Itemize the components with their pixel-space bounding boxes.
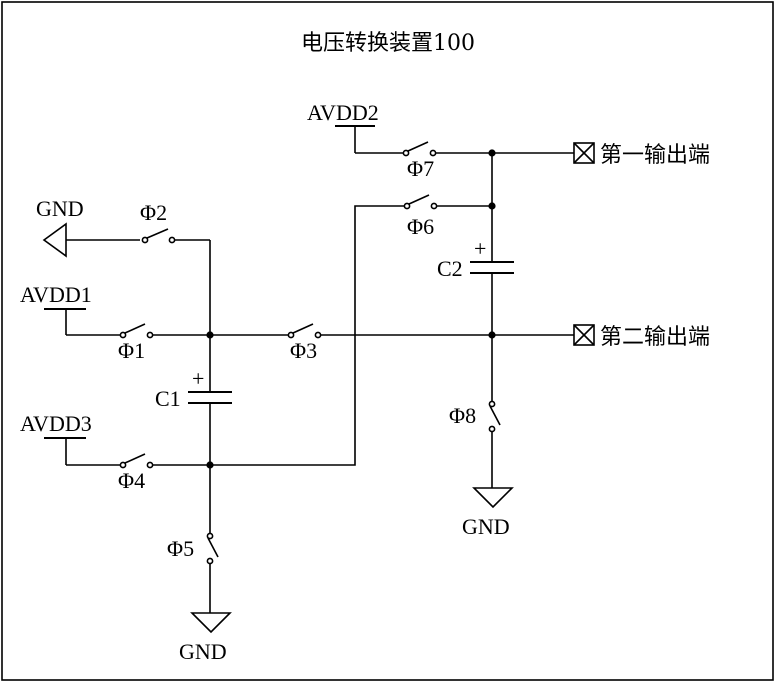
ground-symbol-bottom-right (474, 488, 512, 507)
ground-label-bottom-right: GND (462, 514, 510, 539)
switch-label-phi6: Φ6 (407, 214, 434, 239)
capacitor-label-c1: C1 (155, 386, 181, 411)
ground-label-bottom-left: GND (179, 639, 227, 664)
switch-phi7 (403, 142, 492, 156)
capacitor-c2 (470, 262, 514, 335)
output-label-first: 第一输出端 (600, 143, 710, 168)
diagram-title: 电压转换装置100 (301, 31, 475, 56)
switch-phi8 (489, 335, 500, 488)
switch-label-phi5: Φ5 (167, 536, 194, 561)
supply-label-avdd1: AVDD1 (20, 282, 92, 307)
ground-symbol-bottom-left (192, 613, 230, 632)
switch-label-phi2: Φ2 (140, 200, 167, 225)
switch-label-phi3: Φ3 (290, 338, 317, 363)
switch-phi4 (120, 454, 210, 468)
supply-avdd1 (44, 309, 120, 335)
switch-phi3 (288, 324, 492, 338)
switch-phi5 (207, 465, 218, 613)
output-terminal-first (574, 143, 594, 163)
supply-avdd3 (44, 438, 120, 465)
output-terminal-second (574, 325, 594, 345)
switch-label-phi1: Φ1 (118, 338, 145, 363)
ground-label-top: GND (36, 196, 84, 221)
switch-phi1 (120, 324, 210, 338)
switch-phi6 (404, 195, 492, 209)
supply-avdd2 (335, 126, 403, 153)
ground-symbol-top (44, 224, 140, 256)
supply-label-avdd3: AVDD3 (20, 411, 92, 436)
supply-label-avdd2: AVDD2 (307, 100, 379, 125)
junction-phi6 (488, 202, 495, 209)
switch-label-phi4: Φ4 (118, 468, 145, 493)
output-label-second: 第二输出端 (600, 325, 710, 350)
capacitor-c1 (188, 335, 232, 465)
switch-label-phi8: Φ8 (449, 403, 476, 428)
switch-phi2 (142, 229, 210, 335)
capacitor-c1-polarity: + (192, 366, 204, 391)
capacitor-label-c2: C2 (437, 256, 463, 281)
switch-label-phi7: Φ7 (407, 156, 434, 181)
capacitor-c2-polarity: + (474, 236, 486, 261)
